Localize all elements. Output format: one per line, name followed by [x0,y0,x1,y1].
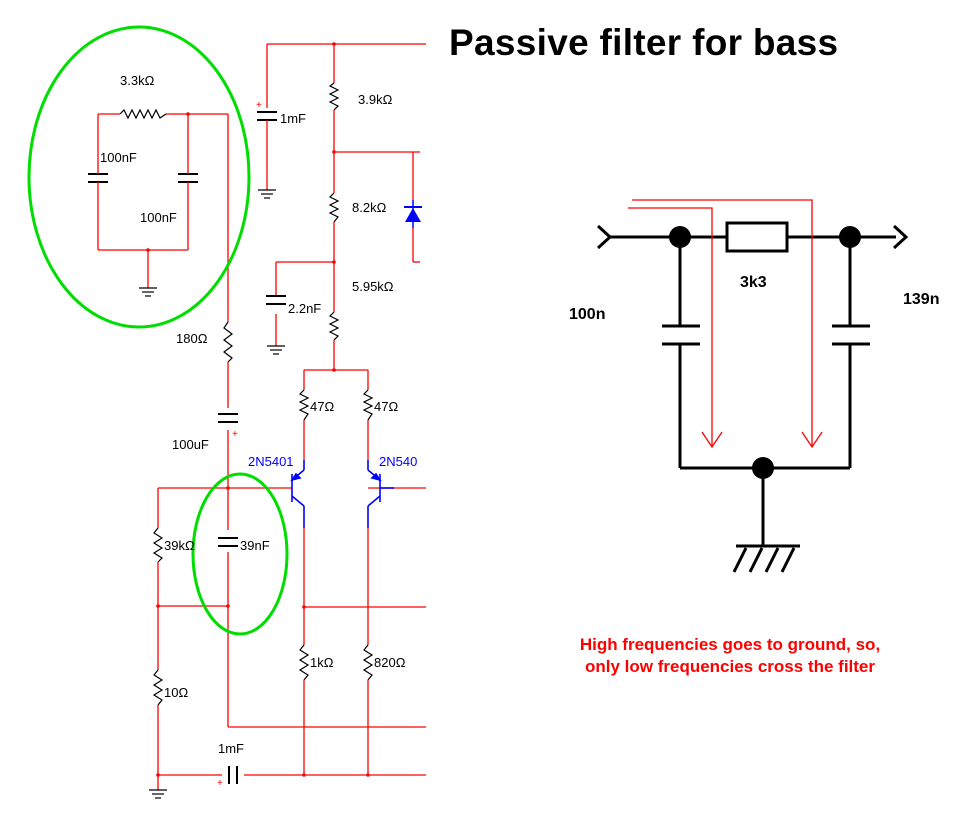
highlight-ellipse-39nf [191,472,289,636]
filter-resistor [725,221,789,253]
label-q-left: 2N5401 [248,454,294,469]
label-r-820: 820Ω [374,655,406,670]
node-dot [752,457,774,479]
page-title: Passive filter for bass [449,22,839,63]
highlight-ellipse-filter [27,25,251,329]
resistor-39k [152,527,164,563]
svg-text:+: + [232,429,238,440]
label-r-47-right: 47Ω [374,399,399,414]
resistor-3-3k [119,108,167,120]
label-c-right: 100nF [140,210,177,225]
current-arrows [628,199,823,449]
polarity-marks: + + + [217,100,262,789]
resistor-10 [152,669,164,706]
label-r-3-9k: 3.9kΩ [358,92,393,107]
transistor-right [367,460,394,528]
label-r-1k: 1kΩ [310,655,334,670]
ground-icon [258,189,276,199]
ground-icon [149,789,167,799]
resistors [119,82,374,706]
label-c-2-2nf: 2.2nF [288,301,322,316]
ground-symbols [139,189,285,799]
label-c-1mf-bottom: 1mF [218,741,244,756]
label-r-3-3k: 3.3kΩ [120,73,155,88]
resistor-180 [223,321,233,363]
note-line-1: High frequencies goes to ground, so, [579,635,881,654]
resistor-820 [362,644,374,681]
label-r-47-left: 47Ω [310,399,335,414]
label-r-39k: 39kΩ [164,538,195,553]
resistor-1k [298,644,310,681]
ground-icon [139,287,157,297]
label-filter-cap-left: 100n [569,306,606,323]
resistor-47-right [362,389,374,421]
label-c-100uf: 100uF [172,437,209,452]
label-c-left: 100nF [100,150,137,165]
ground-icon [267,345,285,355]
resistor-47-left [298,389,310,421]
svg-text:+: + [217,778,223,789]
label-r-8-2k: 8.2kΩ [352,200,387,215]
resistor-3-9k [328,82,340,111]
label-r-5-95k: 5.95kΩ [352,279,394,294]
note-line-2: only low frequencies cross the filter [584,657,876,676]
explanation-note: High frequencies goes to ground, so, onl… [540,634,920,678]
transistor-left [290,460,305,528]
amplifier-schematic [97,43,426,790]
label-filter-resistor: 3k3 [740,274,767,291]
svg-text:+: + [256,100,262,111]
label-filter-cap-right: 139n [903,291,940,308]
node-dot [669,226,691,248]
zener-diode [404,200,422,228]
label-c-39nf: 39nF [240,538,270,553]
node-dot [839,226,861,248]
label-r-180: 180Ω [176,331,208,346]
resistor-8-2k [328,192,340,223]
resistor-5-95k [328,311,340,341]
output-arrow-icon [892,224,909,250]
label-r-10: 10Ω [164,685,189,700]
input-arrow-icon [596,224,613,250]
label-c-1mf-top: 1mF [280,111,306,126]
label-q-right: 2N540 [379,454,418,469]
